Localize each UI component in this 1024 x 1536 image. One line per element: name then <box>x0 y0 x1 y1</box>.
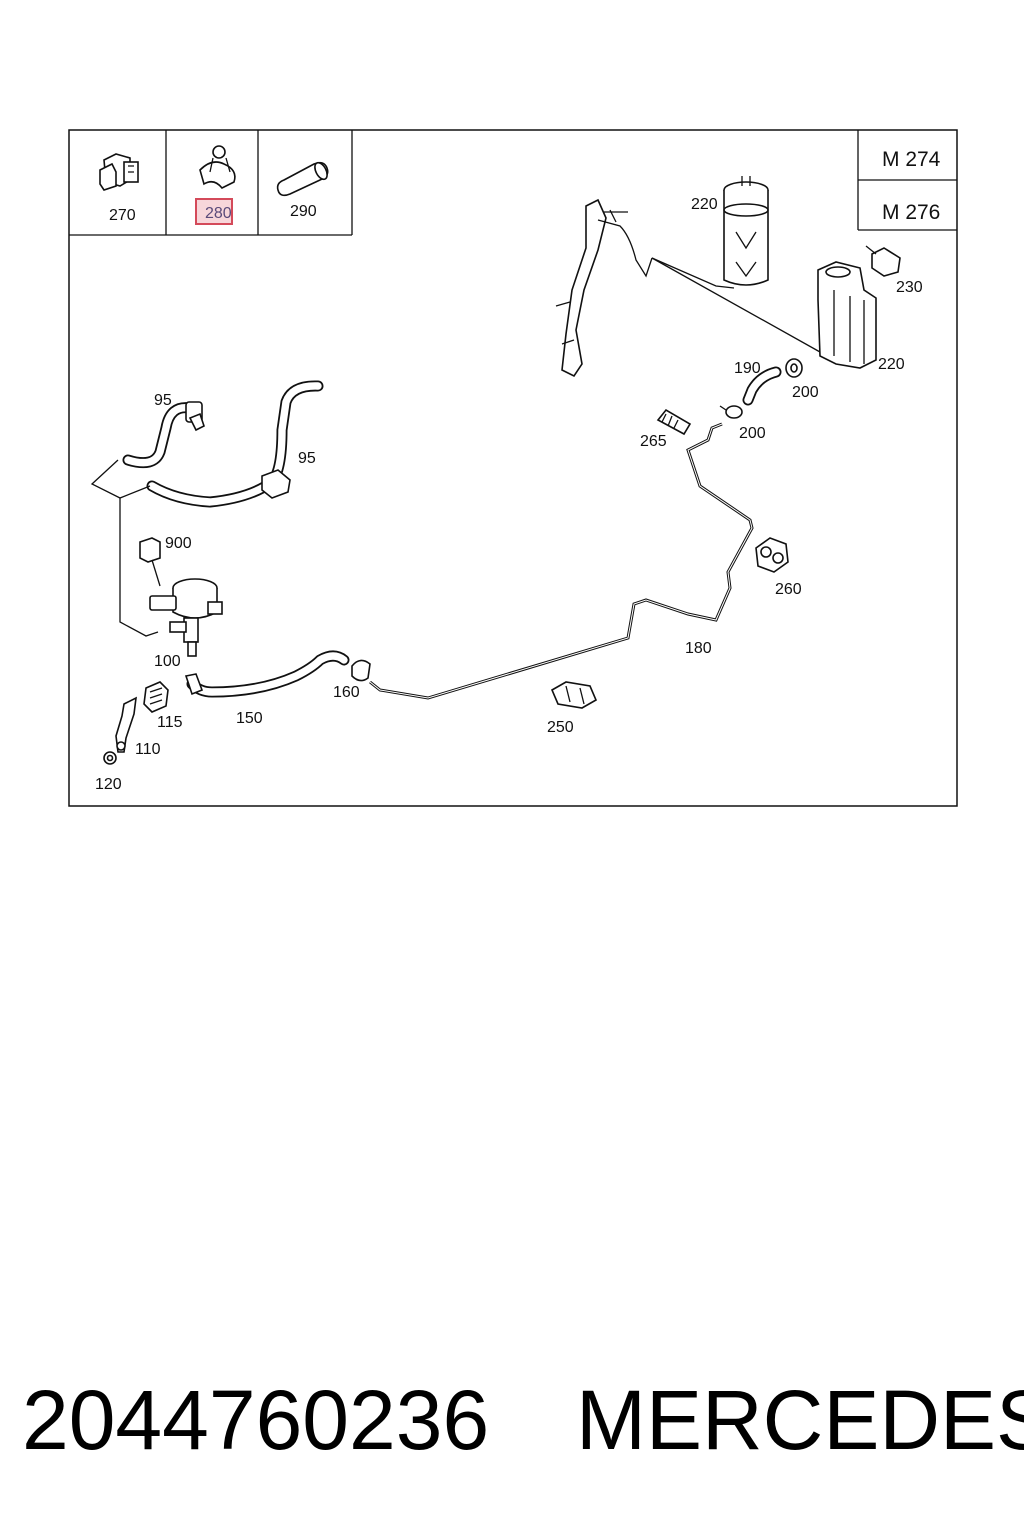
hose-190[interactable] <box>742 366 782 406</box>
connector-265[interactable] <box>656 408 692 436</box>
thumbnail-label-270[interactable]: 270 <box>109 207 136 224</box>
variant-m276[interactable]: M 276 <box>882 201 940 224</box>
leader-canister-lower <box>651 257 821 353</box>
clamp-200-lower[interactable] <box>719 405 743 419</box>
vent-line-180[interactable] <box>369 422 754 700</box>
callout-190[interactable]: 190 <box>734 360 761 377</box>
callout-230[interactable]: 230 <box>896 279 923 296</box>
highlight-box-280 <box>195 198 233 225</box>
callout-265[interactable]: 265 <box>640 433 667 450</box>
callout-95-left[interactable]: 95 <box>154 392 172 409</box>
hose-95-right[interactable] <box>146 380 324 508</box>
callout-200-upper[interactable]: 200 <box>792 384 819 401</box>
hose-95-left[interactable] <box>122 401 205 469</box>
callout-200-lower[interactable]: 200 <box>739 425 766 442</box>
callout-180[interactable]: 180 <box>685 640 712 657</box>
callout-220-upper[interactable]: 220 <box>691 196 718 213</box>
callout-260[interactable]: 260 <box>775 581 802 598</box>
clamp-200-upper[interactable] <box>785 358 803 378</box>
part-number: 2044760236 <box>22 1373 490 1467</box>
callout-220-lower[interactable]: 220 <box>878 356 905 373</box>
clip-260[interactable] <box>755 537 789 573</box>
callout-150[interactable]: 150 <box>236 710 263 727</box>
clamp-160[interactable] <box>351 659 371 682</box>
bracket-110[interactable] <box>115 696 137 753</box>
thumbnail-label-290[interactable]: 290 <box>290 203 317 220</box>
nut-120[interactable] <box>103 751 117 765</box>
callout-115[interactable]: 115 <box>157 714 183 731</box>
charcoal-canister-220-lower[interactable] <box>817 261 877 369</box>
parts-diagram: 270 280 290 M 274 M 276 95 95 <box>68 129 958 807</box>
charcoal-canister-220-upper[interactable] <box>723 176 769 286</box>
clip-holder-icon[interactable] <box>99 153 139 191</box>
callout-100[interactable]: 100 <box>154 653 181 670</box>
thumbnail-strip: 270 280 290 <box>69 130 353 236</box>
brand-name: MERCEDES <box>576 1373 1024 1467</box>
variant-table: M 274 M 276 <box>857 130 957 231</box>
hose-sleeve-icon[interactable] <box>276 161 330 197</box>
footer: 2044760236 MERCEDES <box>0 1370 1024 1470</box>
leader-100-group <box>119 498 159 637</box>
connector-900[interactable] <box>139 537 161 587</box>
variant-m274[interactable]: M 274 <box>882 148 941 171</box>
callout-250[interactable]: 250 <box>547 719 574 736</box>
callout-120[interactable]: 120 <box>95 776 122 793</box>
diagram-frame <box>68 129 958 807</box>
callout-900[interactable]: 900 <box>165 535 192 552</box>
callout-110[interactable]: 110 <box>135 741 161 758</box>
callout-95-right[interactable]: 95 <box>298 450 316 467</box>
hose-clamp-icon[interactable] <box>199 145 236 190</box>
thumbnail-label-280[interactable]: 280 <box>205 205 232 222</box>
valve-230[interactable] <box>865 245 901 277</box>
clip-250[interactable] <box>550 681 598 709</box>
connector-115[interactable] <box>143 681 169 713</box>
leader-canister-group <box>651 257 735 289</box>
leader-95-group <box>90 459 151 499</box>
filler-neck-assembly[interactable] <box>555 198 653 378</box>
hose-150[interactable] <box>184 650 350 698</box>
purge-valve-100[interactable] <box>149 578 223 657</box>
callout-160[interactable]: 160 <box>333 684 360 701</box>
